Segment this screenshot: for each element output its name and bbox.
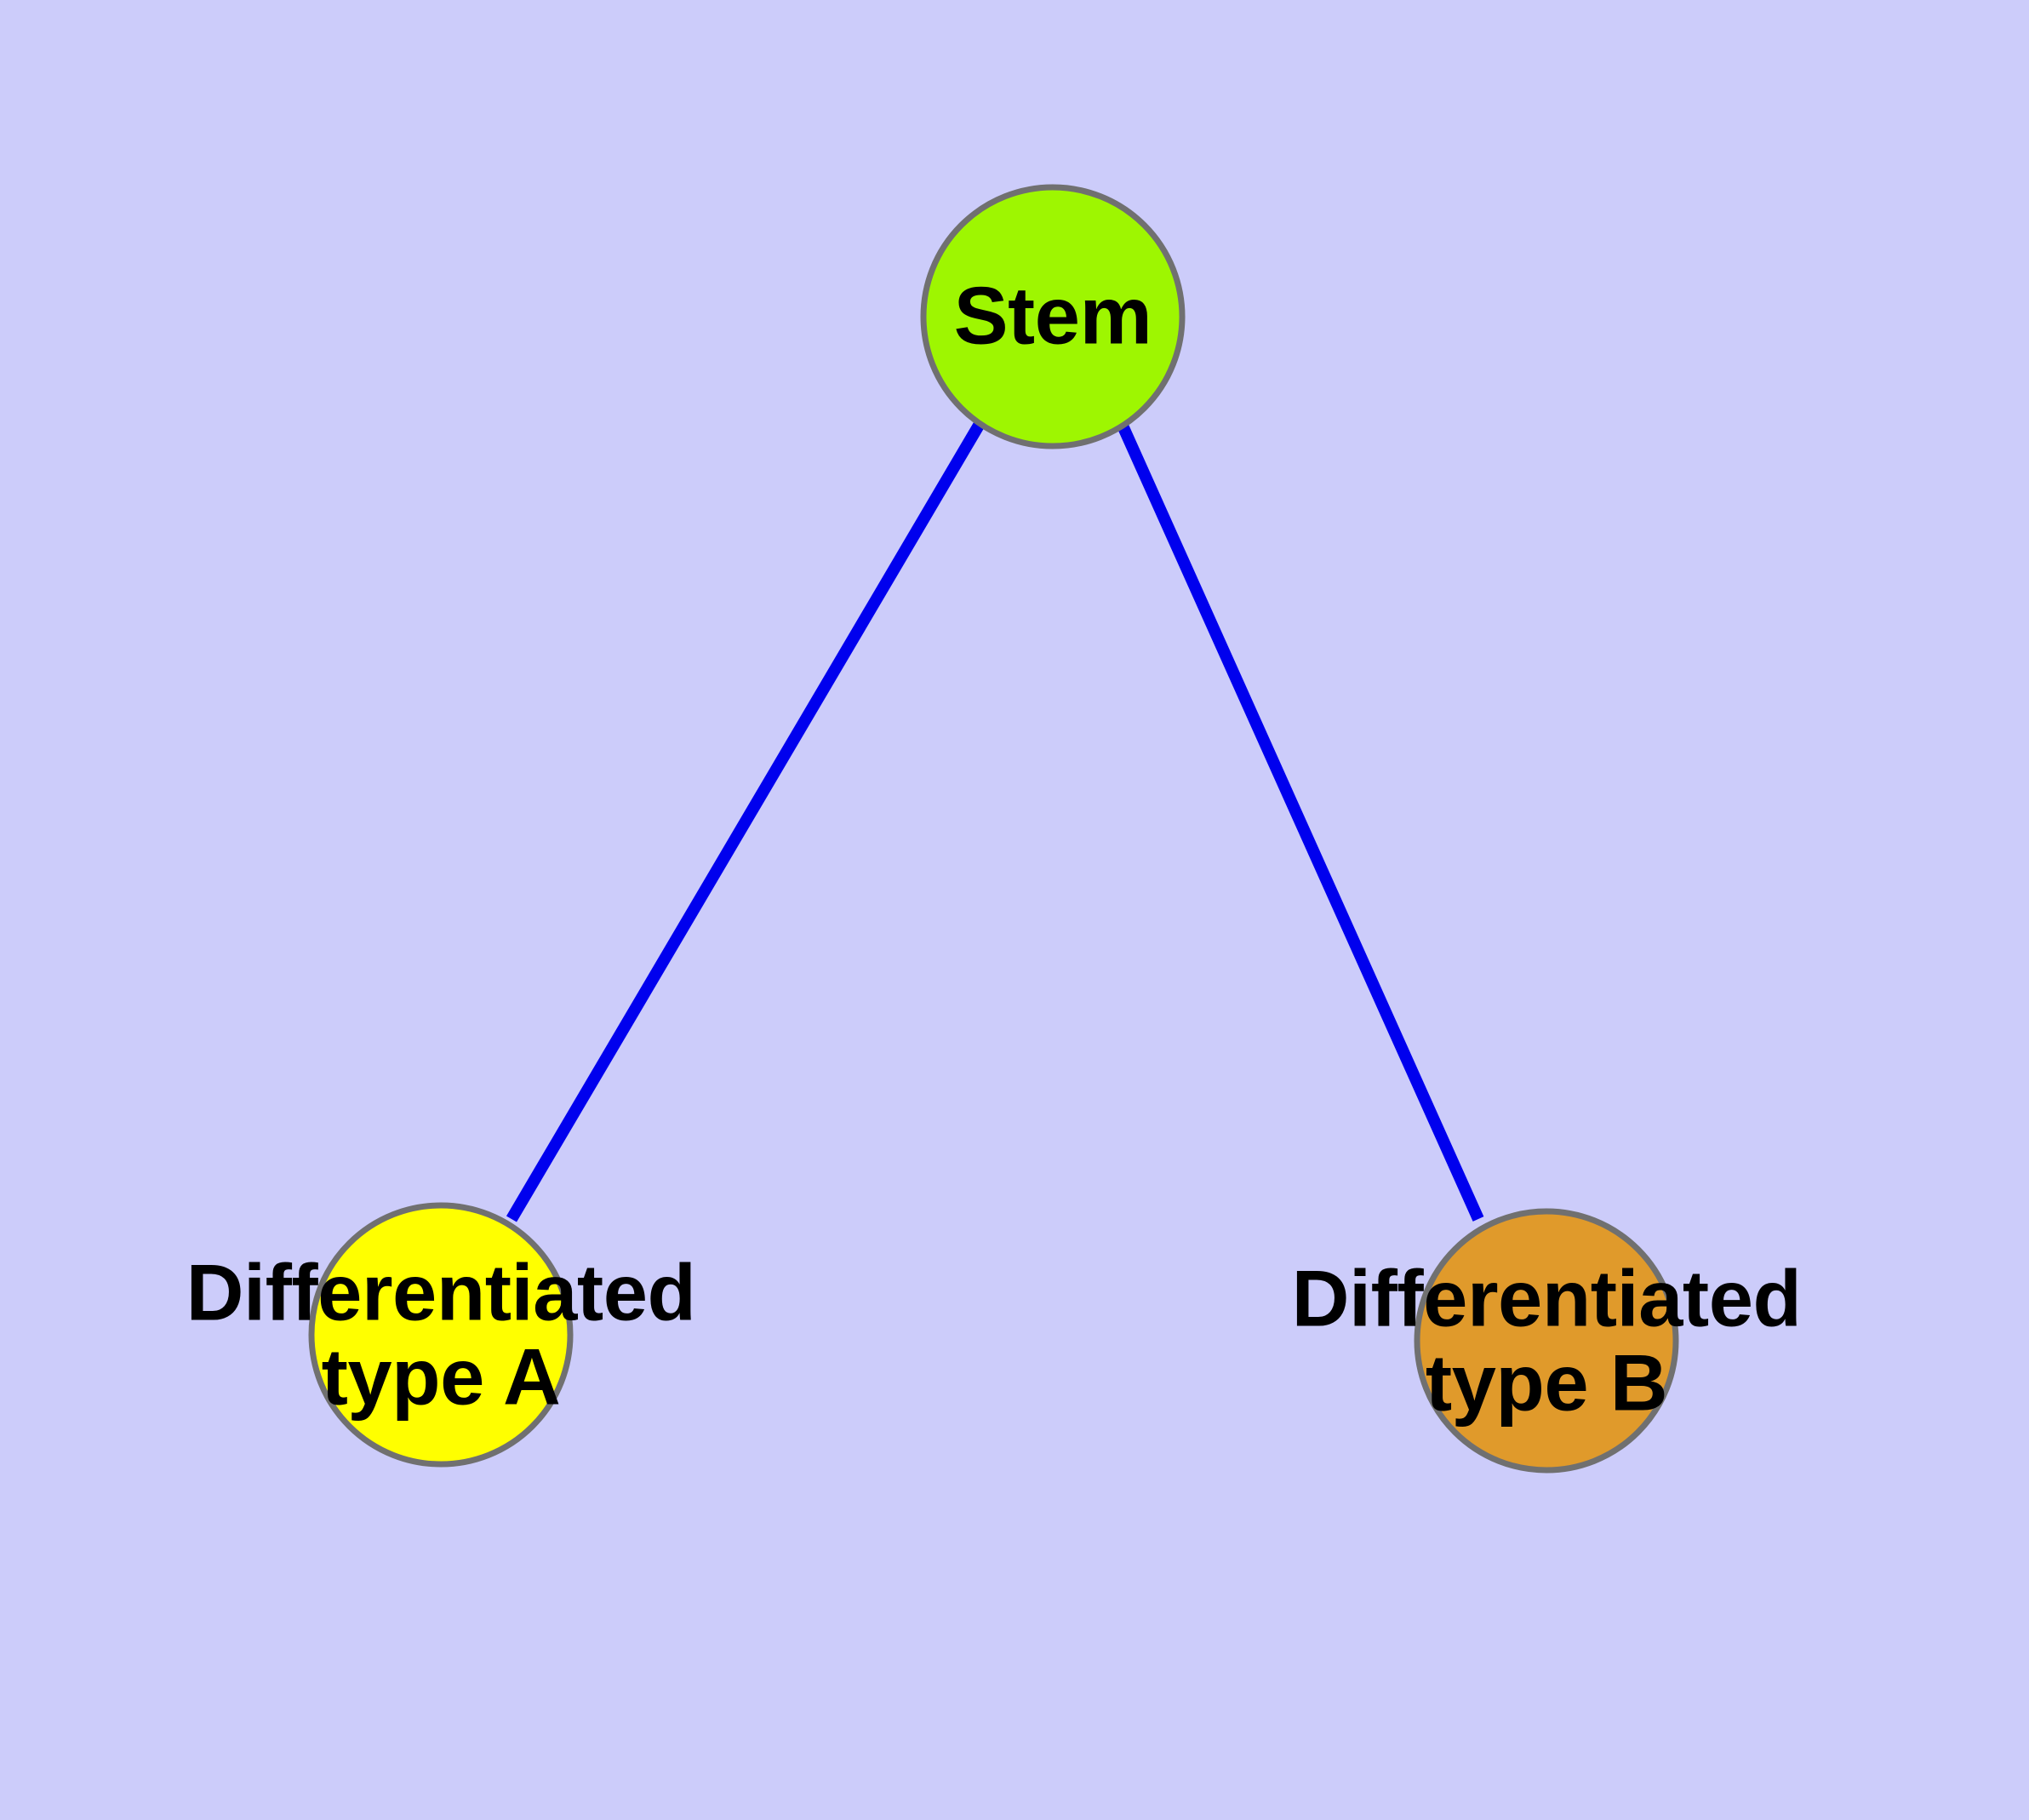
edge-stem-to-diff-a[interactable] — [506, 421, 986, 1222]
node-circle-diff-a[interactable] — [308, 1202, 574, 1468]
node-circle-diff-b[interactable] — [1414, 1208, 1679, 1474]
node-circle-stem[interactable] — [920, 184, 1186, 449]
node-layer — [308, 184, 1679, 1474]
edge-layer — [506, 421, 1484, 1222]
edge-stem-to-diff-b[interactable] — [1117, 423, 1484, 1222]
